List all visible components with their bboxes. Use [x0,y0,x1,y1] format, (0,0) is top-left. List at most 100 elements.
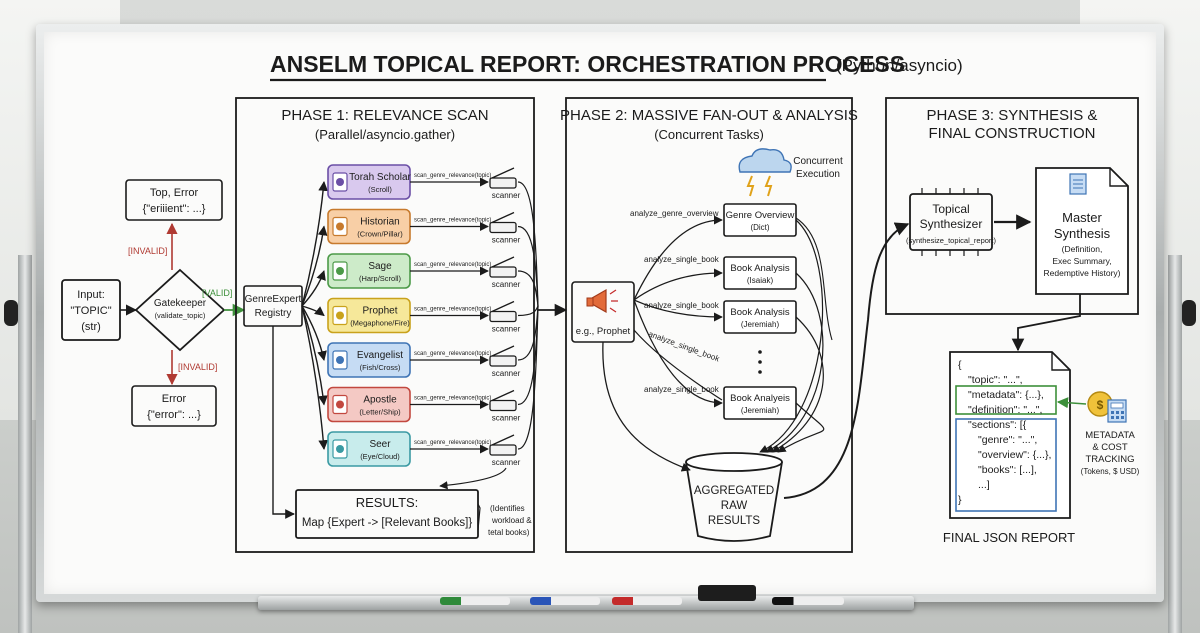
arrow-to-bucket [765,272,824,453]
fanout-call-label: analyze_genre_overview [630,209,719,218]
registry-box[interactable]: GenreExpert Registry [243,285,303,327]
scan-call-label: scan_genre_relevance(topic) [414,440,491,446]
arrow-fanout [633,299,723,322]
expert-sub: (Harp/Scroll) [359,274,402,283]
megaphone-icon [332,305,348,326]
expert-sub: (Fish/Cross) [360,363,401,372]
master-sub1: (Definition, [1062,244,1103,254]
json-line: "genre": "...", [978,434,1037,446]
expert-card-historian[interactable]: Historian(Crown/Pillar) [327,208,411,245]
book-analysis-box[interactable]: Book Analyeis(Jeremiah) [723,386,797,420]
marker-blue[interactable] [530,597,600,605]
fanout-call-label: analyze_single_book [644,255,720,264]
ellipsis-dot [758,370,762,374]
expert-card-apostle[interactable]: Apostle(Letter/Ship) [327,386,411,423]
marker-black[interactable] [772,597,844,605]
label-invalid-bottom: [INVALID] [178,362,217,372]
master-synthesis-doc[interactable]: Master Synthesis (Definition, Exec Summa… [1035,167,1129,295]
box-sub: (Jeremiah) [741,406,780,415]
arrow-scanner-merge [517,270,539,307]
expert-card-torah-scholar[interactable]: Torah Scholar(Scroll) [327,164,412,200]
error-bottom-line2: {"error": ...} [147,409,201,421]
eraser[interactable] [698,585,756,601]
arrow-registry-results [272,326,295,519]
arrow-registry-expert [301,225,328,307]
metadata-line4: (Tokens, $ USD) [1081,467,1140,476]
arrow-to-bucket [771,316,824,453]
fanout-call-label: analyze_single_book [644,385,720,394]
json-line: { [958,359,962,371]
genre-overview-box[interactable]: Genre Overview(Dict) [723,203,797,237]
phase2-panel: PHASE 2: MASSIVE FAN-OUT & ANALYSIS (Con… [560,97,858,553]
coin-calculator-icon: $ [1087,391,1127,423]
scanner-label: scanner [492,369,521,378]
note-line1: (Identifies [490,504,525,513]
book-analysis-box[interactable]: Book Analysis(Isaiak) [723,256,797,290]
scanner-label: scanner [492,191,521,200]
arrow-registry-expert [301,305,325,317]
book-analysis-box[interactable]: Book Analysis(Jeremiah) [723,300,797,334]
arrow-fanout-extra [633,329,723,401]
sections-highlight [955,418,1057,512]
marker-green[interactable] [440,597,510,605]
prophet-source-box[interactable]: e.g., Prophet [571,281,635,343]
label-valid: [VALID] [202,288,232,298]
scanner-icon [489,256,517,278]
expert-card-prophet[interactable]: Prophet(Megaphone/Fire) [327,297,411,334]
master-sub2: Exec Summary, [1052,256,1111,266]
metadata-line2: & COST [1092,442,1128,453]
json-line: "books": [...], [978,464,1037,476]
metadata-line1: METADATA [1085,430,1135,441]
scan-call-label: scan_genre_relevance(topic) [414,351,491,357]
scanner-icon [489,167,517,189]
ship-icon [332,394,348,415]
arrow-registry-expert [301,305,327,361]
aggregated-bucket[interactable]: AGGREGATED RAW RESULTS [685,452,783,542]
title-suffix: (Python/asyncio) [836,56,963,75]
gatekeeper-sub: (validate_topic) [155,311,206,320]
phase3-title-line2: FINAL CONSTRUCTION [929,125,1096,142]
gatekeeper-diamond[interactable]: Gatekeeper (validate_topic) [134,268,226,352]
cloud-icon [738,148,792,197]
expert-name: Sage [368,261,392,272]
scan-call-label: scan_genre_relevance(topic) [414,262,491,268]
error-top-box[interactable]: Top, Error {"eriiient": ...} [125,179,223,221]
error-top-line2: {"eriiient": ...} [143,203,206,215]
label-invalid-top: [INVALID] [128,246,167,256]
phase2-subtitle: (Concurrent Tasks) [654,127,764,142]
results-box[interactable]: RESULTS: Map {Expert -> [Relevant Books]… [295,489,479,539]
phase3-title-line1: PHASE 3: SYNTHESIS & [927,107,1098,124]
synthesizer-sub: (synthesize_topical_report) [906,236,997,245]
scan-call-label: scan_genre_relevance(topic) [414,218,491,224]
expert-card-sage[interactable]: Sage (Harp/Scroll) [327,253,411,289]
arrow-fanout [633,268,723,301]
note-line3: tetal books) [488,528,530,537]
expert-card-evangelist[interactable]: Evangelist (Fish/Cross) [327,342,411,378]
error-bottom-box[interactable]: Error {"error": ...} [131,385,217,427]
scanner-icon [489,300,517,323]
json-line: ...] [978,479,990,491]
scanner-icon [489,434,517,456]
arrow-aggregated-synthesizer [783,222,910,499]
error-bottom-line1: Error [162,393,187,405]
stand-knob-right [1182,300,1196,326]
box-sub: (Dict) [750,223,769,232]
expert-name: Evangelist [357,350,403,361]
scroll-icon [332,172,348,192]
arrow-metadata-tracking [1056,397,1087,409]
phase1-panel: PHASE 1: RELEVANCE SCAN (Parallel/asynci… [235,97,535,553]
expert-card-seer[interactable]: Seer(Eye/Cloud) [327,431,411,467]
error-top-line1: Top, Error [150,187,199,199]
scanner-icon [489,389,517,412]
phase2-layer: Genre Overview(Dict) analyze_genre_overvi… [602,203,833,472]
input-box[interactable]: Input: "TOPIC" (str) [61,279,121,341]
arrow-registry-expert [301,181,329,307]
master-sub3: Redemptive History) [1044,268,1121,278]
marker-red[interactable] [612,597,682,605]
fish-icon [332,350,348,370]
arrow-master-report [1011,294,1081,352]
input-line1: Input: [77,289,105,301]
json-report-doc[interactable]: {"topic": "...","metadata": {...},"defin… [949,351,1071,519]
expert-sub: (Letter/Ship) [359,408,401,417]
synthesizer-chip[interactable]: Topical Synthesizer (synthesize_topical_… [906,188,997,256]
